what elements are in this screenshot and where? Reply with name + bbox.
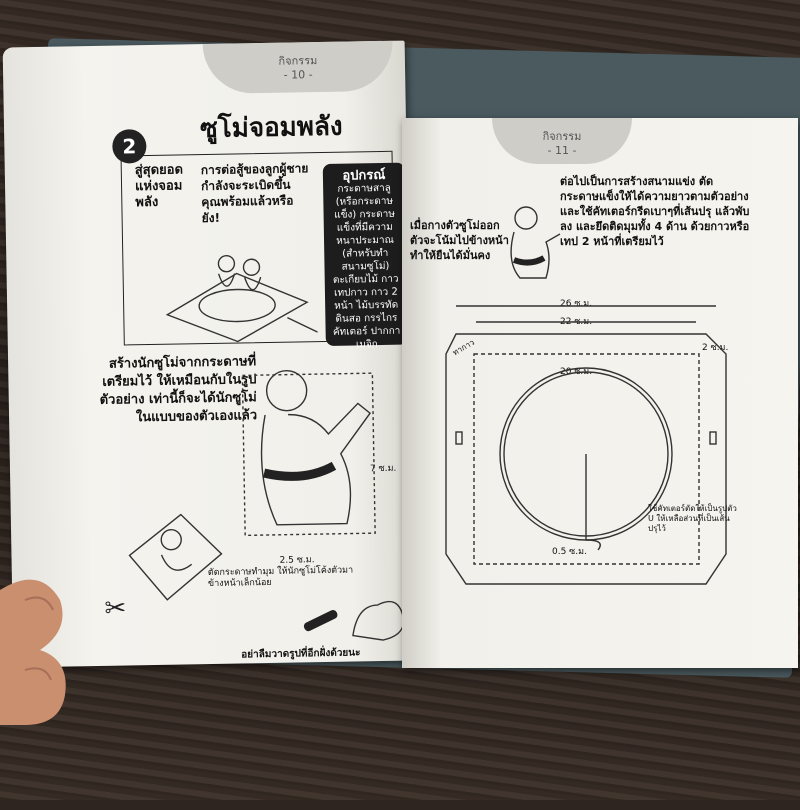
marker-icon: [302, 608, 339, 633]
right-page-tab: กิจกรรม - 11 -: [492, 118, 632, 164]
cutter-note: ใช้คัทเตอร์ตัดให้เป็นรูปตัว U ให้เหลือส่…: [648, 504, 737, 533]
page-number: - 10 -: [283, 68, 313, 82]
page-number: - 11 -: [547, 144, 577, 157]
left-page: กิจกรรม - 10 - 2 ซูโม่จอมพลัง สู่สุดยอดแ…: [2, 40, 416, 668]
sumo-ring-illustration: [165, 254, 318, 343]
instruction-text: สร้างนักซูโม่จากกระดาษที่เตรียมไว้ ให้เห…: [99, 354, 258, 426]
supplies-title: อุปกรณ์: [342, 167, 386, 184]
left-page-tab: กิจกรรม - 10 -: [202, 40, 394, 95]
intro-heading: สู่สุดยอดแห่งจอมพลัง: [134, 162, 184, 211]
dim-side-label: 2 ซ.ม.: [702, 343, 729, 353]
sumo-standing-illustration: [510, 206, 561, 279]
intro-text: การต่อสู้ของลูกผู้ชายกำลังจะระเบิดขึ้น ค…: [200, 161, 309, 226]
ring-template-diagram: [445, 305, 727, 585]
sumo-figure-template: [241, 369, 376, 537]
dim-gap-label: 0.5 ซ.ม.: [552, 547, 587, 557]
reminder-text: อย่าลืมวาดรูปที่อีกฝั่งด้วยนะ: [241, 647, 361, 661]
page-title: ซูโม่จอมพลัง: [199, 111, 343, 145]
supplies-box: อุปกรณ์ กระดาษสาลู (หรือกระดาษแข็ง) กระด…: [322, 162, 408, 350]
sumo-cutout-drawing: [128, 513, 223, 601]
tab-label: กิจกรรม: [542, 130, 582, 143]
dim-outer-label: 26 ซ.ม.: [560, 299, 593, 309]
hand-fingers: [0, 579, 66, 725]
note-text: เมื่อกางตัวซูโม่ออก ตัวจะโน้มไปข้างหน้า …: [410, 219, 509, 262]
supplies-list: กระดาษสาลู (หรือกระดาษแข็ง) กระดาษแข็งที…: [332, 182, 401, 351]
scissors-icon: ✂: [104, 593, 127, 624]
dim-height-label: 7 ซ.ม.: [369, 463, 397, 475]
instruction-text: ต่อไปเป็นการสร้างสนามแข่ง ตัดกระดาษแข็งใ…: [560, 175, 750, 248]
right-page: กิจกรรม - 11 - ต่อไปเป็นการสร้างสนามแข่ง…: [402, 118, 798, 668]
hand-drawn-doodle: [352, 600, 405, 641]
